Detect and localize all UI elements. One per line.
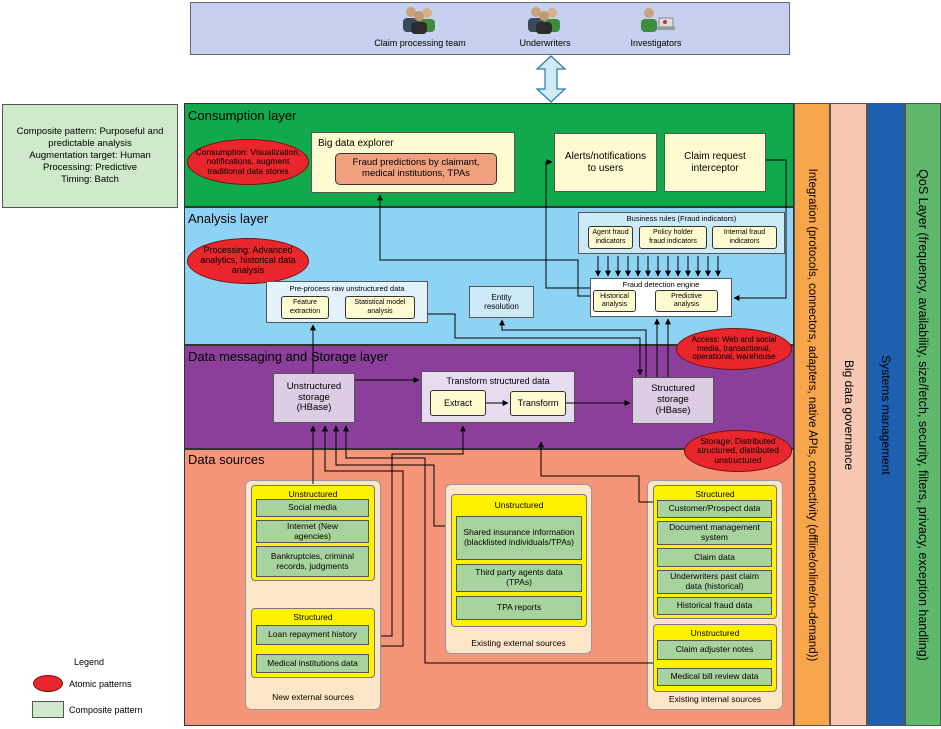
layer-title-sources: Data sources (188, 452, 265, 467)
group-title: Structured (695, 489, 735, 499)
predictive-analysis-box[interactable]: Predictive analysis (655, 290, 718, 312)
composite-line: Composite pattern: Purposeful and (16, 126, 164, 138)
user-label: Underwriters (519, 38, 571, 48)
fraud-predictions-box[interactable]: Fraud predictions by claimant, medical i… (335, 153, 497, 185)
historical-analysis-box[interactable]: Historical analysis (593, 290, 636, 312)
claim-adjuster-item[interactable]: Claim adjuster notes (657, 640, 772, 660)
qos-bar: QoS Layer (frequency, availability, size… (905, 103, 941, 726)
atomic-consumption-oval: Consumption: Visualization, notification… (187, 139, 309, 185)
layer-title-consumption: Consumption layer (188, 108, 297, 123)
composite-line: Augmentation target: Human (29, 150, 151, 162)
atomic-processing-oval: Processing: Advanced analytics, historic… (187, 238, 309, 284)
composite-line: Timing: Batch (61, 173, 119, 185)
tpa-reports-item[interactable]: TPA reports (456, 596, 582, 620)
people-group-icon (403, 7, 435, 34)
medical-bill-item[interactable]: Medical bill review data (657, 668, 772, 686)
medical-institutions-item[interactable]: Medical institutions data (256, 654, 369, 673)
governance-bar: Big data governance (830, 103, 867, 726)
entity-resolution-box[interactable]: Entity resolution (469, 286, 534, 318)
integration-bar: Integration (protocols, connectors, adap… (794, 103, 830, 726)
people-group-icon (528, 7, 560, 34)
legend-atomic-label: Atomic patterns (69, 679, 132, 689)
user-investigators[interactable]: Investigators (606, 4, 706, 48)
business-rules-title: Business rules (Fraud indicators) (626, 214, 737, 223)
group-title: Structured (293, 612, 333, 622)
internet-item[interactable]: Internet (New agencies) (256, 520, 369, 543)
agent-fraud-indicators[interactable]: Agent fraud indicators (588, 226, 633, 249)
extract-box[interactable]: Extract (430, 390, 486, 416)
composite-pattern-box: Composite pattern: Purposeful and predic… (2, 104, 178, 208)
users-band (190, 2, 790, 55)
internal-fraud-indicators[interactable]: Internal fraud indicators (712, 226, 777, 249)
composite-line: predictable analysis (48, 138, 132, 150)
group-title: Unstructured (690, 628, 740, 638)
bidirectional-arrow-icon (535, 55, 567, 103)
document-management-item[interactable]: Document management system (657, 521, 772, 545)
layer-title-analysis: Analysis layer (188, 211, 269, 226)
preprocess-title: Pre-process raw unstructured data (289, 284, 405, 293)
social-media-item[interactable]: Social media (256, 499, 369, 517)
explorer-title: Big data explorer (318, 138, 394, 149)
bankruptcies-item[interactable]: Bankruptcies, criminal records, judgment… (256, 546, 369, 577)
atomic-storage-oval: Storage: Distributed structured, distrib… (684, 430, 792, 472)
policy-holder-fraud-indicators[interactable]: Policy holder fraud indicators (639, 226, 707, 249)
legend-composite-swatch (32, 701, 64, 718)
legend-composite-label: Composite pattern (69, 705, 143, 715)
statistical-model-box[interactable]: Statistical model analysis (345, 296, 415, 319)
transform-box[interactable]: Transform (510, 391, 566, 416)
engine-title: Fraud detection engine (622, 280, 700, 289)
user-label: Claim processing team (374, 38, 466, 48)
historical-fraud-item[interactable]: Historical fraud data (657, 597, 772, 615)
user-label: Investigators (630, 38, 682, 48)
panel-footer: New external sources (272, 692, 354, 703)
loan-repayment-item[interactable]: Loan repayment history (256, 625, 369, 645)
transform-title: Transform structured data (446, 376, 550, 386)
atomic-access-oval: Access: Web and social media, transactio… (676, 328, 792, 370)
unstructured-storage-box[interactable]: Unstructured storage (HBase) (273, 373, 355, 423)
systems-bar: Systems management (867, 103, 905, 726)
layer-title-messaging: Data messaging and Storage layer (188, 349, 389, 364)
shared-insurance-item[interactable]: Shared insurance information (blackliste… (456, 516, 582, 560)
composite-line: Processing: Predictive (43, 161, 137, 173)
legend-title: Legend (74, 657, 105, 667)
feature-extraction-box[interactable]: Feature extraction (281, 296, 329, 319)
structured-storage-box[interactable]: Structured storage (HBase) (632, 377, 714, 424)
third-party-agents-item[interactable]: Third party agents data (TPAs) (456, 564, 582, 592)
group-title: Unstructured (288, 489, 338, 499)
claim-interceptor-box[interactable]: Claim request interceptor (664, 133, 766, 192)
customer-prospect-item[interactable]: Customer/Prospect data (657, 500, 772, 518)
user-underwriters[interactable]: Underwriters (495, 4, 595, 48)
panel-footer: Existing internal sources (668, 694, 762, 705)
claim-data-item[interactable]: Claim data (657, 548, 772, 567)
underwriters-past-claim-item[interactable]: Underwriters past claim data (historical… (657, 570, 772, 594)
investigator-icon (641, 8, 675, 32)
legend-atomic-swatch (33, 675, 63, 692)
panel-footer: Existing external sources (471, 638, 566, 649)
group-title: Unstructured (494, 500, 544, 510)
user-claim-processing-team[interactable]: Claim processing team (365, 4, 475, 48)
alerts-box[interactable]: Alerts/notifications to users (554, 133, 657, 192)
